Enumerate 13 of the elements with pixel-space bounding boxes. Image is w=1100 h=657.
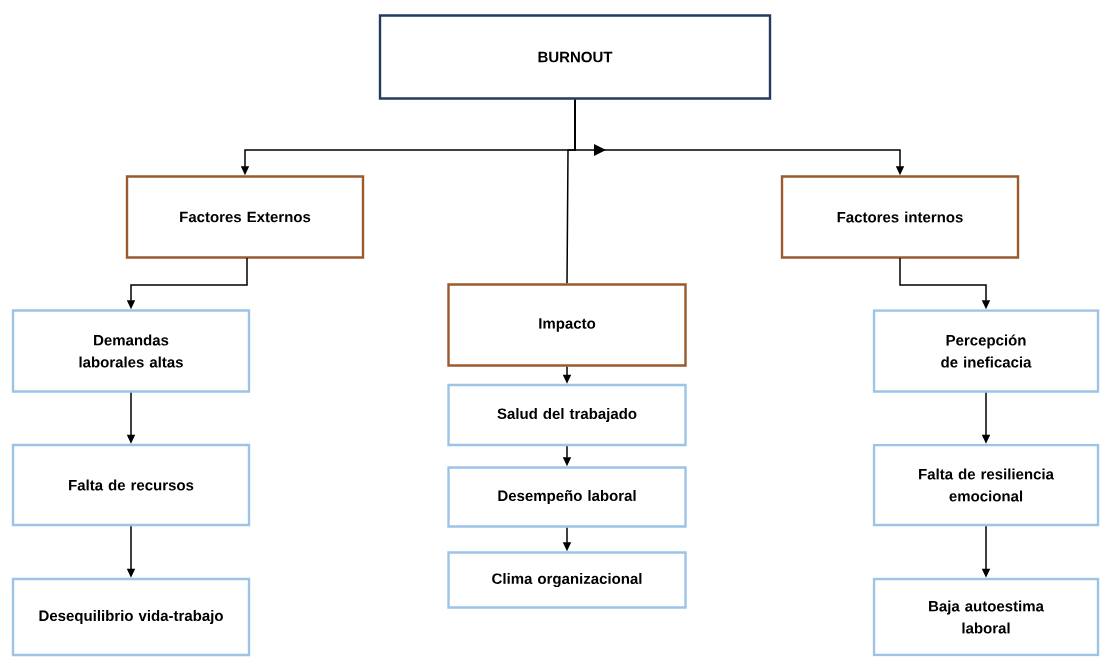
- category-box: Impacto: [447, 283, 687, 367]
- category-box: Factores internos: [780, 175, 1020, 259]
- item-box: Falta de recursos: [11, 443, 251, 527]
- item-box: Percepción de ineficacia: [872, 309, 1100, 393]
- item-box: Salud del trabajado: [447, 383, 687, 447]
- category-box: Factores Externos: [125, 175, 365, 259]
- item-box: Demandas laborales altas: [11, 309, 251, 393]
- item-box: Desequilibrio vida-trabajo: [11, 577, 251, 657]
- item-box: Clima organizacional: [447, 551, 687, 609]
- item-box: Desempeño laboral: [447, 466, 687, 528]
- root-box: BURNOUT: [378, 14, 772, 100]
- item-box: Baja autoestima laboral: [872, 577, 1100, 657]
- item-box: Falta de resiliencia emocional: [872, 443, 1100, 527]
